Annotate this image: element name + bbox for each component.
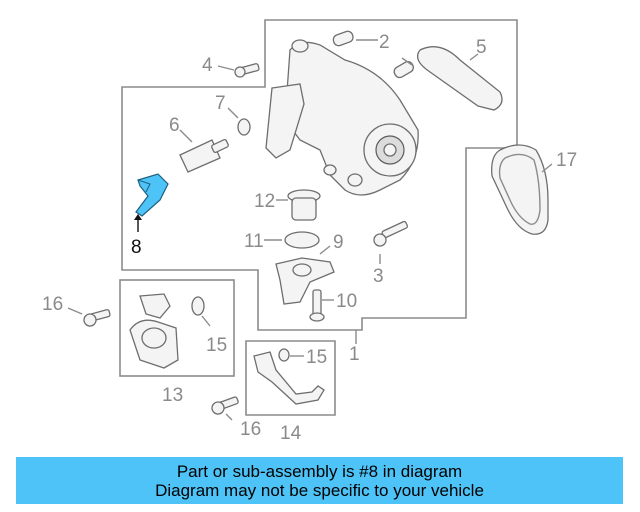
callout-1: 1 (349, 344, 360, 365)
part-2-sleeves (332, 30, 414, 79)
part-5-gasket (416, 46, 503, 111)
part-3-bolt (373, 220, 409, 264)
part-15a-oring (191, 296, 211, 327)
banner-line-2: Diagram may not be specific to your vehi… (155, 480, 484, 500)
callout-16a: 16 (42, 294, 63, 315)
callout-10: 10 (336, 291, 357, 312)
callout-8: 8 (131, 237, 142, 258)
part-7-oring (227, 107, 251, 136)
callout-14: 14 (280, 423, 302, 444)
callout-4: 4 (202, 55, 213, 76)
callout-2: 2 (379, 32, 390, 53)
group-13-outline (119, 279, 235, 377)
parts-diagram: 1 2 3 4 5 6 7 8 9 10 11 12 13 14 15 15 1… (42, 19, 577, 444)
group-14-outline (245, 340, 336, 416)
callout-6: 6 (169, 115, 180, 136)
part-8-highlight (135, 173, 169, 217)
info-banner: Part or sub-assembly is #8 in diagram Di… (16, 457, 623, 504)
callout-5: 5 (476, 37, 487, 58)
part-6-sensor (179, 129, 229, 173)
part-12-thermostat (276, 189, 321, 221)
callout-16b: 16 (240, 419, 261, 440)
callout-12: 12 (254, 191, 275, 212)
part-14-pipe (253, 348, 325, 405)
callout-15b: 15 (306, 347, 327, 368)
main-assembly-outline (121, 19, 518, 331)
part-17-belt (491, 144, 553, 235)
part-10-bolt (309, 289, 334, 322)
part-11-oring (264, 231, 320, 249)
callout-17: 17 (556, 150, 577, 171)
callout-15a: 15 (206, 335, 227, 356)
part-13-housing (129, 293, 179, 369)
part-16b-bolt (211, 396, 239, 421)
banner-line-1: Part or sub-assembly is #8 in diagram (176, 461, 463, 481)
callout-3: 3 (373, 266, 384, 287)
callout-11: 11 (244, 231, 264, 252)
part-8-bracket (134, 173, 169, 232)
part-9-flange (275, 245, 335, 305)
part-16a-bolt (67, 307, 111, 327)
callout-7: 7 (215, 93, 226, 114)
water-pump-housing (265, 39, 419, 196)
callout-9: 9 (333, 232, 344, 253)
callout-13: 13 (162, 385, 183, 406)
part-4-bolt (217, 63, 260, 78)
